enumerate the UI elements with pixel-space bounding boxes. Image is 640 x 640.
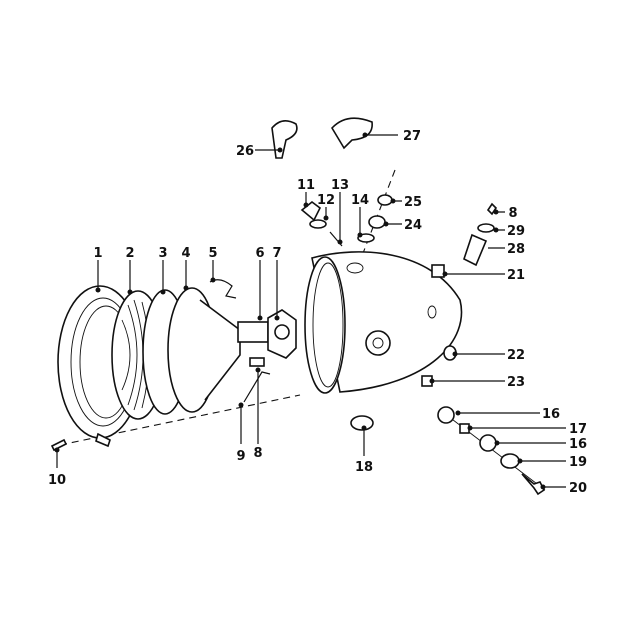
callout-7: 7 — [272, 246, 281, 261]
callout-11: 11 — [297, 178, 315, 193]
callout-14: 14 — [351, 193, 369, 208]
callout-4: 4 — [181, 246, 190, 261]
part-10-screw — [50, 438, 68, 452]
callout-19: 19 — [569, 455, 587, 470]
part-24-grommet — [368, 215, 386, 229]
callout-2: 2 — [125, 246, 134, 261]
callout-22: 22 — [507, 348, 525, 363]
part-27-cover — [331, 117, 373, 150]
callout-28: 28 — [507, 242, 525, 257]
callout-1: 1 — [93, 246, 102, 261]
part-18-grommet — [350, 415, 374, 431]
part-29-o-ring — [477, 223, 495, 233]
callout-8-bottom: 8 — [253, 446, 262, 461]
part-21-nut — [431, 264, 445, 278]
headlight-housing — [304, 251, 463, 394]
callout-8-top: 8 — [508, 206, 517, 221]
callout-9: 9 — [236, 449, 245, 464]
reflector — [199, 299, 297, 401]
part-9-wire — [243, 371, 271, 403]
callout-13: 13 — [331, 178, 349, 193]
callout-12: 12 — [317, 193, 335, 208]
callout-16-a: 16 — [542, 407, 560, 422]
callout-25: 25 — [404, 195, 422, 210]
callout-23: 23 — [507, 375, 525, 390]
part-5-spring-clip — [209, 279, 237, 299]
callout-29: 29 — [507, 224, 525, 239]
leader-dots — [54, 132, 546, 490]
part-8-bulb — [486, 202, 498, 216]
callout-24: 24 — [404, 218, 422, 233]
mounting-hardware — [437, 406, 546, 496]
callout-6: 6 — [255, 246, 264, 261]
callout-3: 3 — [158, 246, 167, 261]
callout-5: 5 — [208, 246, 217, 261]
callout-26: 26 — [236, 144, 254, 159]
part-28-switch — [463, 233, 488, 267]
callout-17: 17 — [569, 422, 587, 437]
callout-16-b: 16 — [569, 437, 587, 452]
part-12-o-ring — [309, 219, 327, 229]
part-25-indicator — [377, 194, 393, 206]
callout-20: 20 — [569, 481, 587, 496]
callout-21: 21 — [507, 268, 525, 283]
part-26-terminal — [271, 120, 298, 159]
leader-lines — [56, 134, 566, 488]
callout-27: 27 — [403, 129, 421, 144]
callout-10: 10 — [48, 473, 66, 488]
part-8-bulb-holder — [249, 357, 265, 367]
callout-18: 18 — [355, 460, 373, 475]
